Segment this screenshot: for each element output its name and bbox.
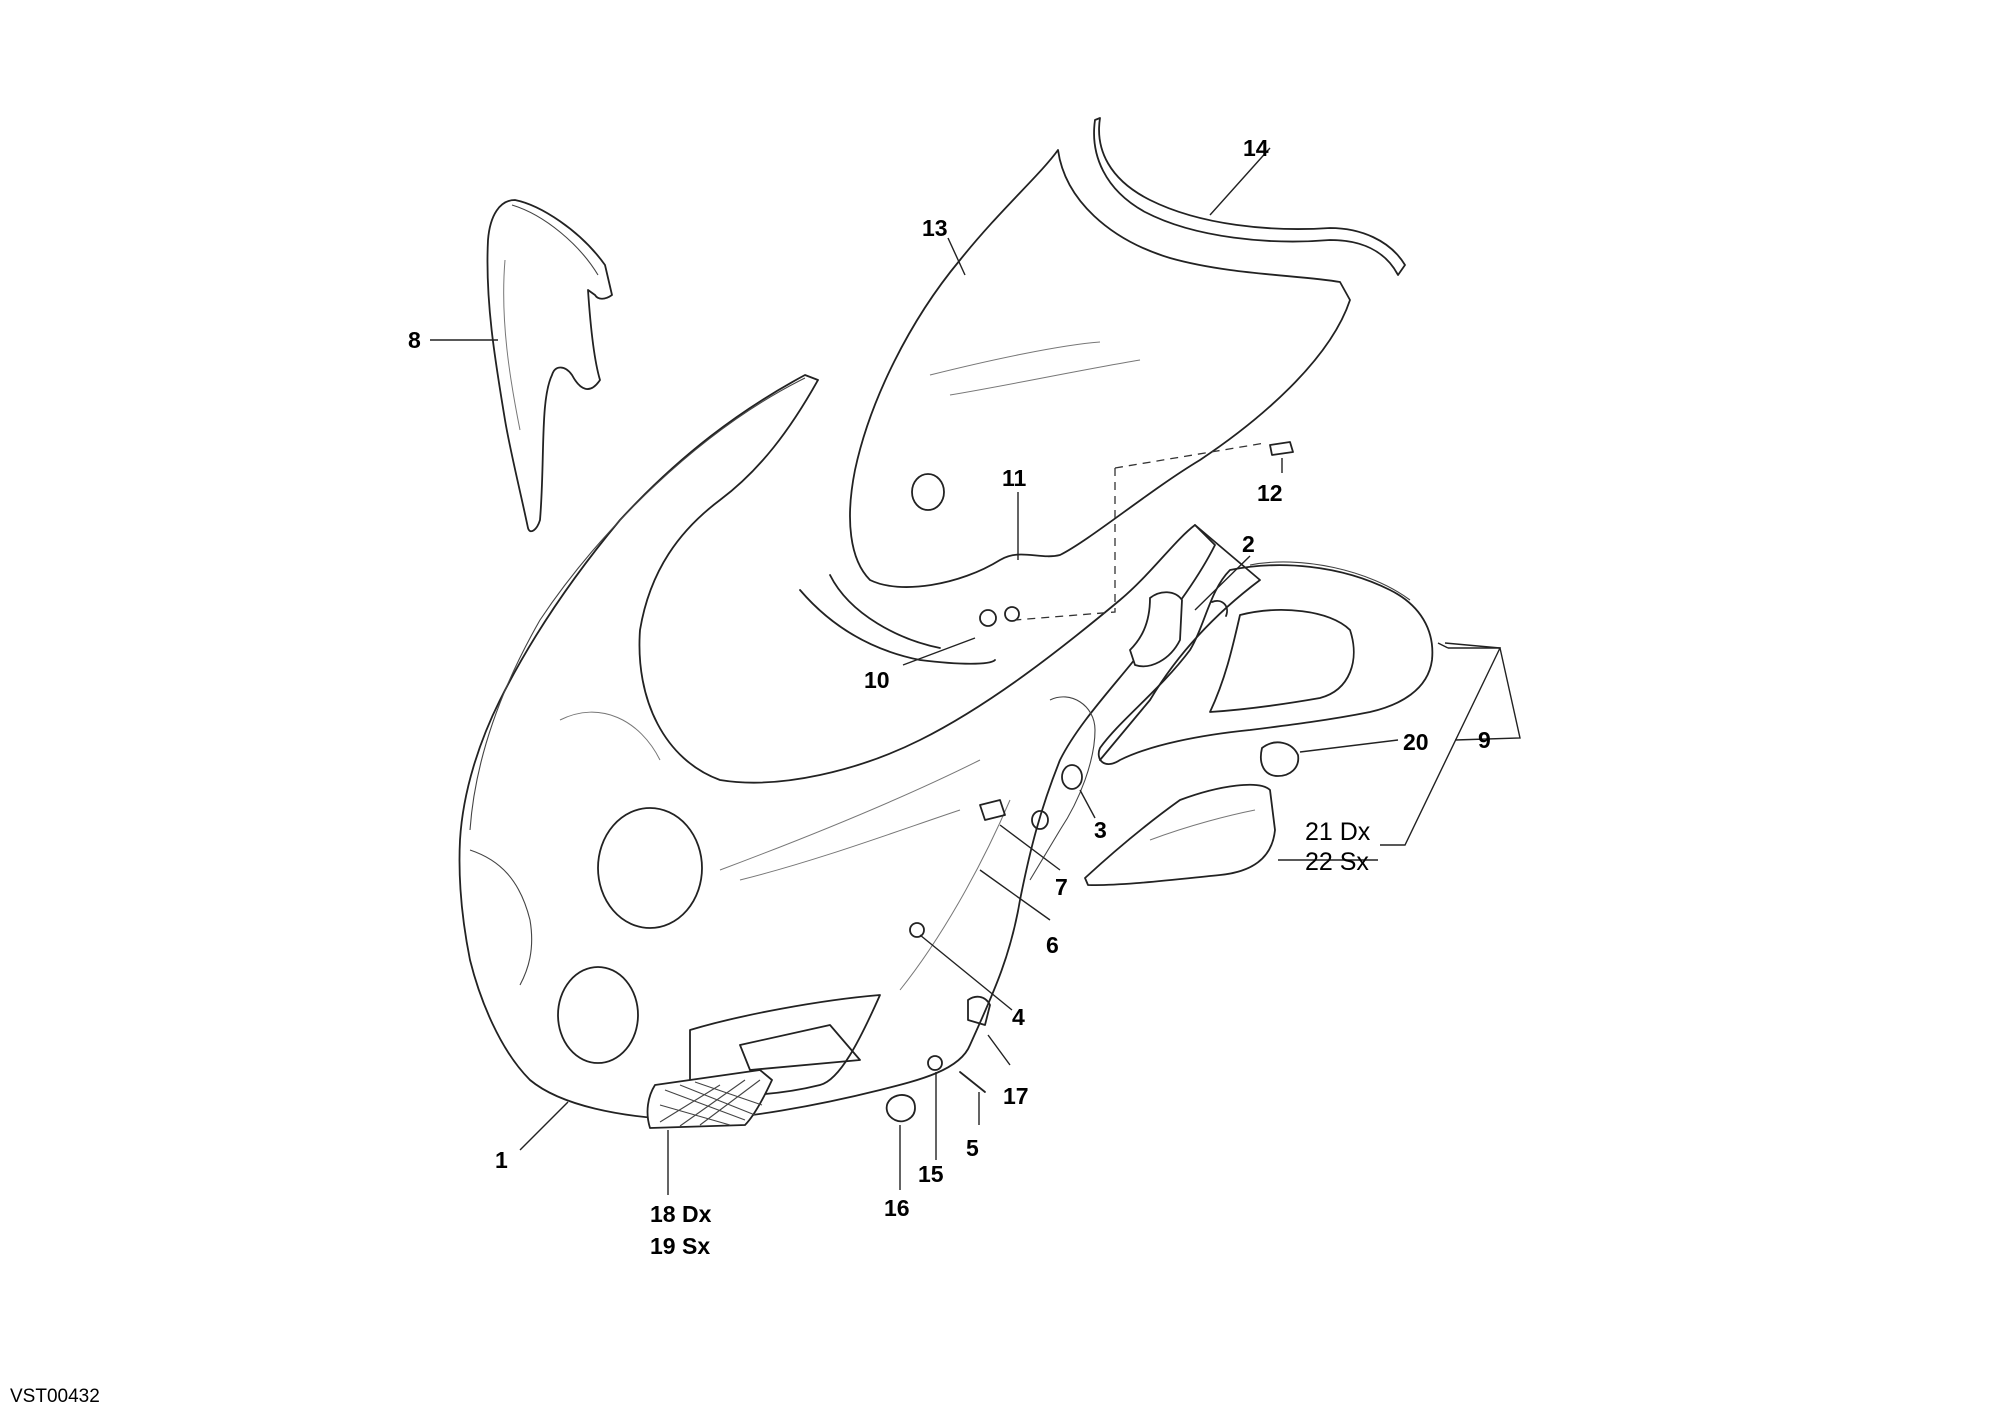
callout-5: 5 (966, 1135, 979, 1161)
callout-1: 1 (495, 1147, 508, 1173)
callout-19: 19 Sx (650, 1233, 710, 1259)
callout-labels: 8 13 14 11 12 2 9 20 21 Dx 22 Sx 10 3 7 … (10, 135, 1491, 1407)
callout-8: 8 (408, 327, 421, 353)
part-18-19-vent-grille (646, 1069, 773, 1129)
callout-9: 9 (1478, 727, 1491, 753)
leader-lines (430, 147, 1521, 1195)
part-13-windscreen (849, 149, 1351, 588)
callout-10: 10 (864, 667, 890, 693)
part-8-side-panel (486, 199, 613, 533)
part-2-bracket (1129, 591, 1183, 668)
document-code: VST00432 (10, 1386, 100, 1407)
callout-18: 18 Dx (650, 1201, 712, 1227)
part-20-bulb (1260, 741, 1300, 777)
callout-11: 11 (1002, 465, 1027, 491)
callout-15: 15 (918, 1161, 944, 1187)
assembly-dashed-lines (1014, 442, 1266, 621)
callout-16: 16 (884, 1195, 910, 1221)
part-14-trim-strip (1093, 117, 1406, 276)
callout-20: 20 (1403, 729, 1429, 755)
callout-14: 14 (1243, 135, 1269, 161)
callout-17: 17 (1003, 1083, 1029, 1109)
callout-4: 4 (1012, 1004, 1025, 1030)
callout-7: 7 (1055, 874, 1068, 900)
callout-2: 2 (1242, 531, 1255, 557)
callout-6: 6 (1046, 932, 1059, 958)
inner-frame (799, 441, 1294, 1123)
callout-3: 3 (1094, 817, 1107, 843)
callout-13: 13 (922, 215, 948, 241)
part-21-22-mirror-glass (1084, 783, 1276, 887)
callout-12: 12 (1257, 480, 1283, 506)
callout-21: 21 Dx (1305, 818, 1371, 846)
callout-22: 22 Sx (1305, 848, 1369, 876)
